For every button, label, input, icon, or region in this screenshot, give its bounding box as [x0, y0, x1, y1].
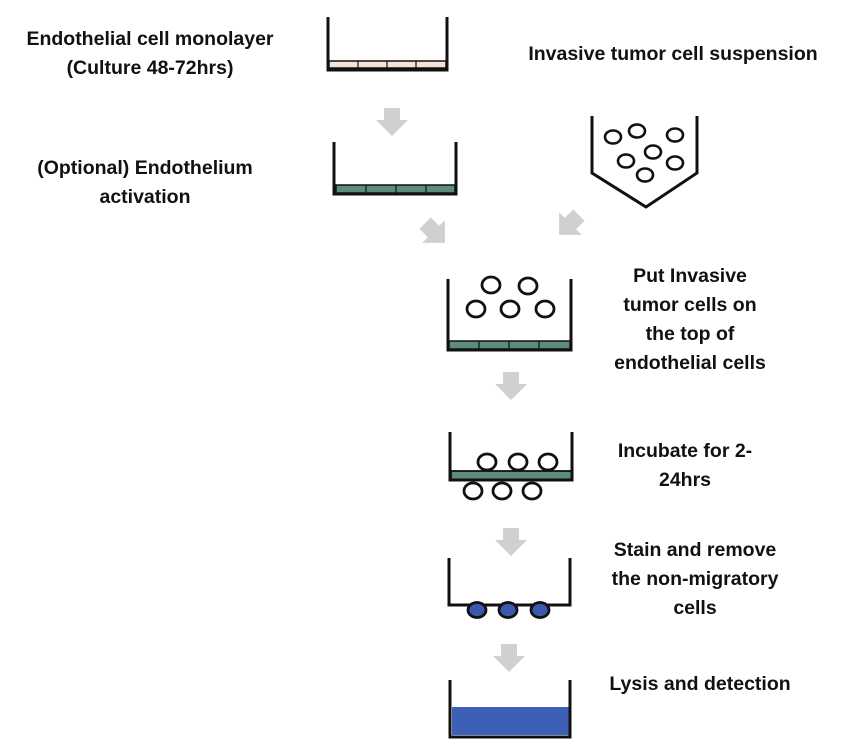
label-line: activation [99, 186, 191, 208]
migrated-cell [491, 481, 513, 501]
arrow-down-icon [376, 108, 408, 136]
well-outline [332, 142, 458, 196]
tube-outline [590, 116, 699, 209]
tumor-cell [517, 276, 539, 296]
label-line: tumor cells on [623, 294, 757, 316]
label-line: Invasive tumor cell suspension [528, 43, 818, 65]
well-outline [446, 279, 573, 352]
tumor-cell [476, 452, 498, 472]
label-stain: Stain and remove the non-migratory cells [585, 536, 805, 623]
detection-solution [452, 707, 569, 735]
well-outline [447, 558, 572, 607]
label-line: (Culture 48-72hrs) [66, 57, 234, 79]
tumor-cell [507, 452, 529, 472]
label-line: Endothelial cell monolayer [26, 28, 274, 50]
tumor-cell [480, 275, 502, 295]
tumor-cell [465, 299, 487, 319]
label-line: 24hrs [658, 469, 712, 491]
well-outline [326, 17, 449, 72]
arrow-down-right-icon [413, 211, 457, 255]
tumor-cell [603, 129, 623, 145]
tumor-cell [616, 153, 636, 169]
migrated-cell [521, 481, 543, 501]
tumor-suspension-tube [590, 116, 699, 209]
arrow-down-left-icon [547, 203, 591, 247]
well-outline [448, 680, 572, 739]
arrow-down-icon [493, 644, 525, 672]
label-line: cells [673, 597, 717, 619]
migrated-cell [462, 481, 484, 501]
tumor-cell [534, 299, 556, 319]
tumor-on-endothelium-well [446, 275, 573, 352]
label-line: Stain and remove [613, 539, 777, 561]
label-monolayer: Endothelial cell monolayer (Culture 48-7… [0, 25, 300, 83]
label-lysis: Lysis and detection [580, 670, 820, 699]
label-activation: (Optional) Endothelium activation [10, 154, 280, 212]
well-outline [448, 432, 574, 482]
label-line: the top of [645, 323, 735, 345]
tumor-cell [537, 452, 559, 472]
incubation-well [448, 432, 574, 501]
tumor-cell [499, 299, 521, 319]
tumor-cell [665, 127, 685, 143]
activated-endothelium-well [332, 142, 458, 196]
label-incubate: Incubate for 2- 24hrs [585, 437, 785, 495]
stained-cell [529, 601, 551, 619]
stained-cells-well [447, 558, 572, 619]
stained-cell [497, 601, 519, 619]
arrow-down-icon [495, 372, 527, 400]
tumor-cell [665, 155, 685, 171]
tumor-cell [643, 144, 663, 160]
tumor-cell [635, 167, 655, 183]
detection-well [448, 680, 572, 739]
label-suspension: Invasive tumor cell suspension [508, 40, 838, 69]
stained-cell [466, 601, 488, 619]
label-put-cells: Put Invasive tumor cells on the top of e… [585, 262, 795, 378]
tumor-cell [627, 123, 647, 139]
arrow-down-icon [495, 528, 527, 556]
monolayer-well [326, 17, 449, 72]
label-line: the non-migratory [611, 568, 779, 590]
label-line: Incubate for 2- [617, 440, 753, 462]
label-line: endothelial cells [614, 352, 766, 374]
label-line: (Optional) Endothelium [37, 157, 253, 179]
label-line: Lysis and detection [609, 673, 791, 695]
label-line: Put Invasive [633, 265, 747, 287]
